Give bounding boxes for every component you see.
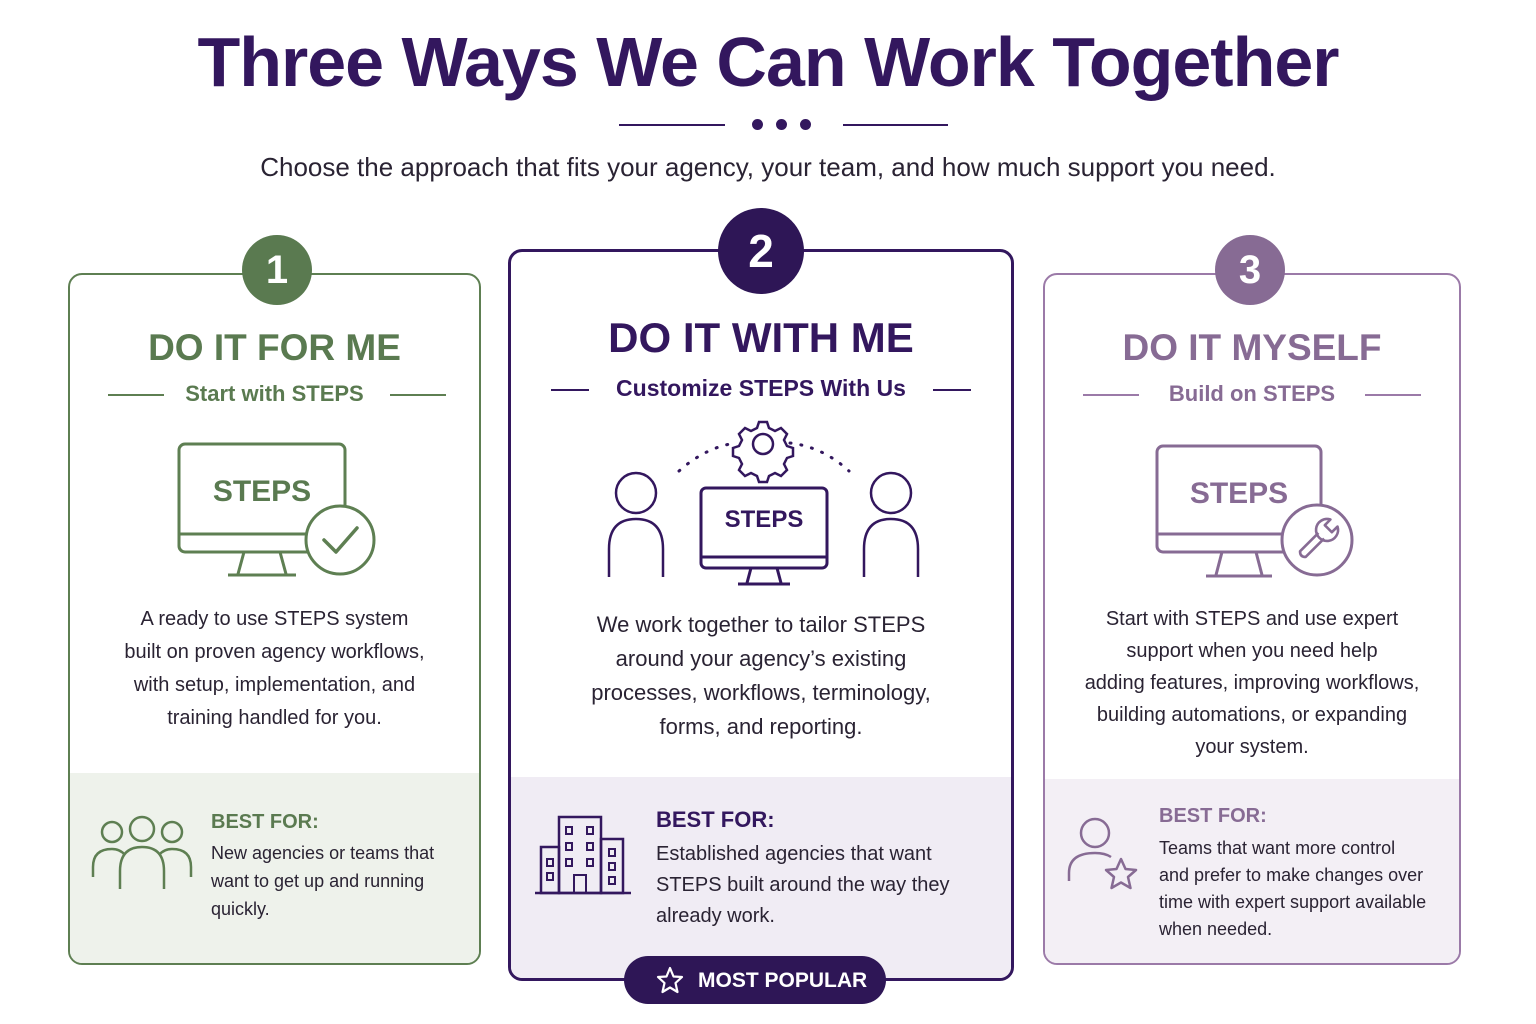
star-icon — [656, 966, 684, 994]
monitor-check-icon — [177, 442, 376, 577]
option-card-do-it-with-me[interactable]: DO IT WITH ME Customize STEPS With Us ST… — [508, 249, 1014, 981]
screen-label: STEPS — [724, 506, 804, 533]
option-number-badge: 1 — [242, 235, 312, 305]
best-for-section: BEST FOR: New agencies or teams that wan… — [70, 773, 479, 963]
card-description: We work together to tailor STEPS around … — [591, 612, 931, 739]
best-for-text: New agencies or teams that want to get u… — [211, 843, 435, 919]
card-subtitle-row: Customize STEPS With Us — [511, 374, 1011, 404]
card-subtitle-row: Start with STEPS — [70, 379, 479, 409]
option-card-do-it-for-me[interactable]: DO IT FOR ME Start with STEPS STEPS A re… — [68, 273, 481, 965]
best-for-label: BEST FOR: — [1159, 805, 1267, 827]
option-number-badge: 3 — [1215, 235, 1285, 305]
best-for-label: BEST FOR: — [211, 811, 319, 833]
card-subtitle: Start with STEPS — [185, 381, 364, 406]
best-for-text: Established agencies that want STEPS bui… — [656, 843, 950, 927]
screen-label: STEPS — [212, 475, 312, 508]
team-icon — [91, 815, 193, 889]
card-description: A ready to use STEPS system built on pro… — [124, 608, 425, 729]
card-title: DO IT MYSELF — [1122, 327, 1382, 368]
best-for-text: Teams that want more control and prefer … — [1159, 838, 1427, 939]
user-star-icon — [1067, 817, 1138, 890]
card-subtitle: Customize STEPS With Us — [616, 375, 906, 401]
best-for-section: BEST FOR: Established agencies that want… — [511, 777, 1011, 978]
card-title: DO IT FOR ME — [148, 327, 401, 368]
option-number-badge: 2 — [718, 208, 804, 294]
card-subtitle: Build on STEPS — [1168, 381, 1336, 406]
best-for-section: BEST FOR: Teams that want more control a… — [1045, 779, 1459, 963]
most-popular-badge: MOST POPULAR — [624, 956, 886, 1004]
most-popular-label: MOST POPULAR — [698, 969, 868, 992]
best-for-label: BEST FOR: — [656, 807, 775, 832]
collaboration-icon — [607, 420, 920, 586]
option-card-do-it-myself[interactable]: DO IT MYSELF Build on STEPS STEPS Start … — [1043, 273, 1461, 965]
screen-label: STEPS — [1189, 477, 1289, 510]
monitor-wrench-icon — [1155, 444, 1354, 578]
page-title: Three Ways We Can Work Together — [197, 23, 1339, 101]
card-description: Start with STEPS and use expert support … — [1084, 608, 1420, 758]
card-subtitle-row: Build on STEPS — [1045, 379, 1459, 409]
card-title: DO IT WITH ME — [608, 314, 914, 361]
title-divider — [0, 116, 1536, 136]
page-subtitle: Choose the approach that fits your agenc… — [260, 152, 1276, 182]
building-icon — [535, 815, 631, 895]
